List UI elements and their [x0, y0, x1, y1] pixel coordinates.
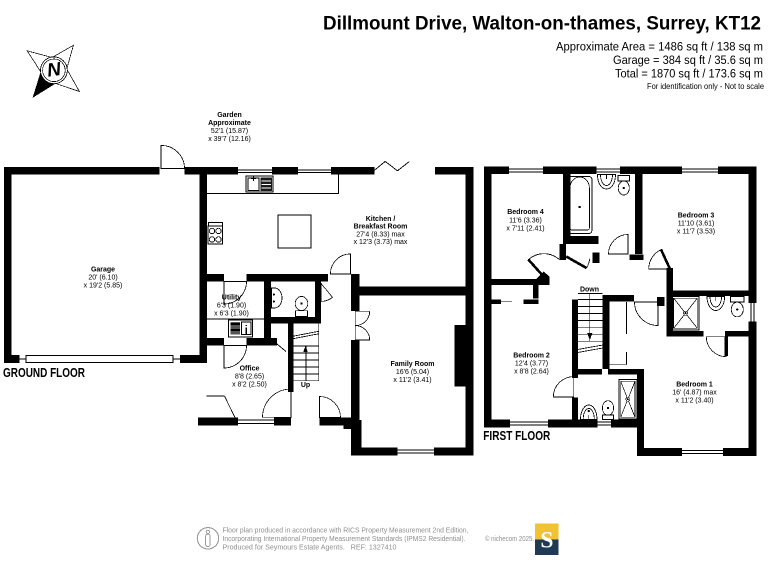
svg-text:x 19'2 (5.85): x 19'2 (5.85) — [84, 282, 123, 289]
svg-text:Bedroom 3: Bedroom 3 — [678, 213, 715, 220]
svg-text:x 7'11 (2.41): x 7'11 (2.41) — [506, 226, 544, 233]
svg-text:Office: Office — [240, 366, 260, 373]
svg-text:© nichecom 2025.: © nichecom 2025. — [485, 535, 534, 543]
svg-text:Total = 1870 sq ft / 173.6 sq: Total = 1870 sq ft / 173.6 sq m — [615, 67, 763, 81]
svg-text:S: S — [540, 528, 553, 554]
svg-text:x 11'2 (3.40): x 11'2 (3.40) — [675, 398, 713, 405]
svg-text:Family Room: Family Room — [391, 361, 435, 368]
svg-text:x 11'7 (3.53): x 11'7 (3.53) — [677, 229, 715, 236]
svg-text:Bedroom 1: Bedroom 1 — [676, 382, 713, 389]
svg-text:x 6'3 (1.90): x 6'3 (1.90) — [214, 311, 249, 318]
svg-text:20' (6.10): 20' (6.10) — [88, 274, 117, 281]
svg-text:Dillmount Drive, Walton-on-tha: Dillmount Drive, Walton-on-thames, Surre… — [323, 13, 761, 35]
svg-text:x 8'2 (2.50): x 8'2 (2.50) — [232, 382, 267, 389]
svg-text:Kitchen /: Kitchen / — [366, 216, 396, 223]
svg-text:FIRST FLOOR: FIRST FLOOR — [483, 429, 550, 443]
svg-text:Floor plan produced in accorda: Floor plan produced in accordance with R… — [223, 528, 469, 535]
svg-text:Garden: Garden — [217, 112, 242, 119]
svg-text:Approximate: Approximate — [208, 120, 251, 127]
svg-text:16'6 (5.04): 16'6 (5.04) — [396, 369, 429, 376]
svg-text:Breakfast Room: Breakfast Room — [354, 224, 408, 231]
svg-text:6'3 (1.90): 6'3 (1.90) — [217, 303, 246, 310]
svg-text:16' (4.87) max: 16' (4.87) max — [672, 390, 717, 397]
svg-text:Garage = 384 sq ft / 35.6 sq m: Garage = 384 sq ft / 35.6 sq m — [613, 53, 763, 67]
svg-text:11'10 (3.61): 11'10 (3.61) — [678, 221, 715, 228]
svg-text:Bedroom 2: Bedroom 2 — [513, 353, 550, 360]
svg-text:x 8'8 (2.64): x 8'8 (2.64) — [514, 369, 549, 376]
svg-text:8'8 (2.65): 8'8 (2.65) — [235, 374, 264, 381]
svg-text:Up: Up — [301, 382, 310, 389]
svg-text:GROUND FLOOR: GROUND FLOOR — [3, 366, 85, 380]
svg-text:For identification only - Not: For identification only - Not to scale — [647, 81, 764, 91]
svg-text:N: N — [46, 59, 64, 82]
svg-text:Garage: Garage — [91, 266, 115, 273]
svg-text:Bedroom 4: Bedroom 4 — [507, 209, 544, 216]
svg-text:x 39'7 (12.16): x 39'7 (12.16) — [208, 136, 251, 143]
svg-text:27'4 (8.33) max: 27'4 (8.33) max — [356, 231, 405, 238]
svg-text:12'4 (3.77): 12'4 (3.77) — [515, 361, 548, 368]
svg-text:Down: Down — [580, 287, 599, 294]
svg-text:Incorporating International Pr: Incorporating International Property Mea… — [223, 536, 466, 543]
svg-text:52'1 (15.87): 52'1 (15.87) — [211, 128, 248, 135]
svg-text:11'6 (3.36): 11'6 (3.36) — [509, 217, 542, 224]
svg-text:x 11'2 (3.41): x 11'2 (3.41) — [393, 377, 431, 384]
svg-text:Produced for Seymours Estate A: Produced for Seymours Estate Agents. REF… — [223, 544, 397, 551]
svg-text:Approximate Area = 1486 sq ft: Approximate Area = 1486 sq ft / 138 sq m — [556, 39, 763, 53]
svg-text:x 12'3 (3.73) max: x 12'3 (3.73) max — [354, 239, 408, 246]
svg-text:Utility: Utility — [222, 295, 242, 302]
